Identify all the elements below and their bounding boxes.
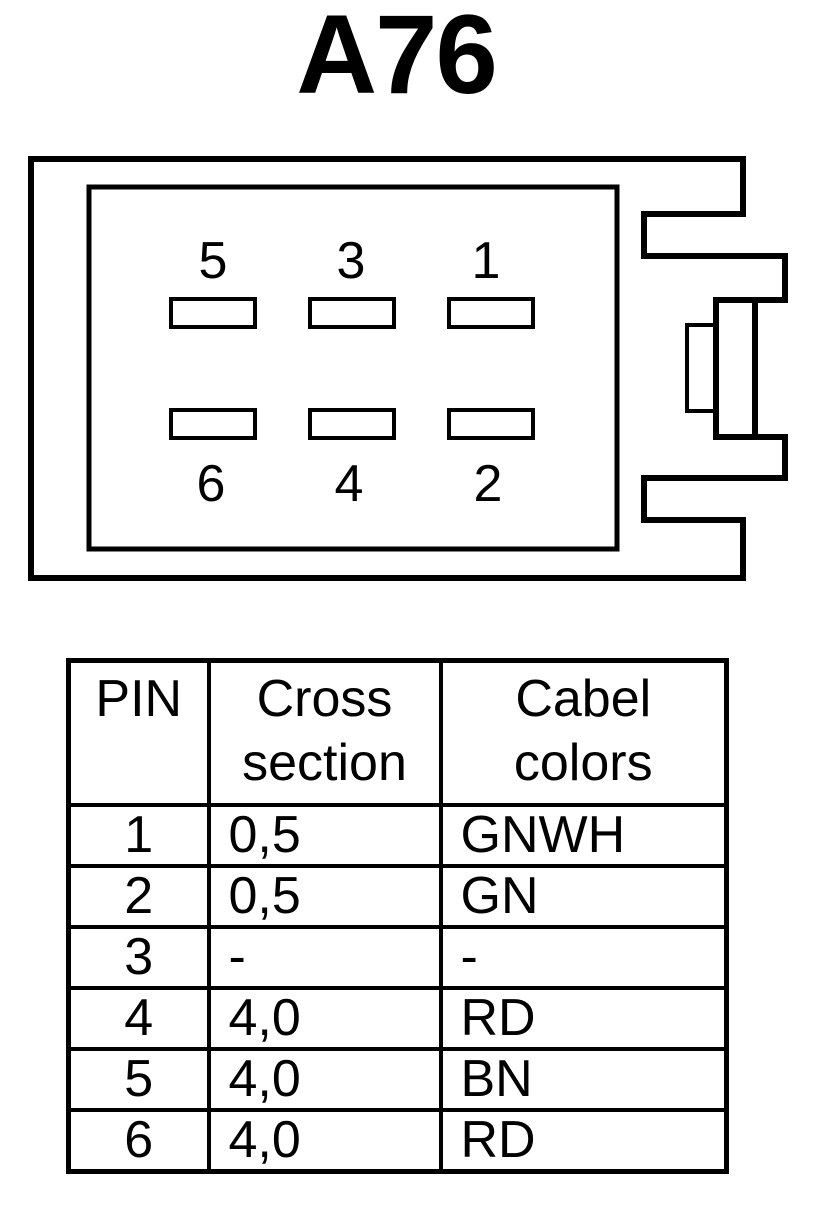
connector-housing-outline bbox=[28, 156, 788, 581]
pin-assignment-table: PIN Cross section Cabel colors 1 0,5 GNW… bbox=[66, 658, 729, 1174]
cell-cable-color: - bbox=[438, 925, 729, 990]
header-cable-colors: Cabel colors bbox=[438, 658, 729, 807]
header-cross-section-line2: section bbox=[242, 734, 407, 792]
cell-cable-color: RD bbox=[438, 1108, 729, 1174]
cell-pin: 3 bbox=[66, 925, 211, 990]
cell-cable-color: GN bbox=[438, 864, 729, 929]
cell-cross-section: 4,0 bbox=[206, 1108, 443, 1174]
cell-pin: 4 bbox=[66, 986, 211, 1051]
table-row: 5 4,0 BN bbox=[66, 1047, 729, 1112]
pin-number-label: 5 bbox=[199, 232, 228, 290]
header-pin-text: PIN bbox=[95, 670, 183, 728]
header-cable-colors-line2: colors bbox=[513, 734, 653, 792]
table-row: 2 0,5 GN bbox=[66, 864, 729, 929]
connector-latch-tab bbox=[685, 323, 718, 413]
pin-number-label: 4 bbox=[335, 455, 364, 513]
table-row: 1 0,5 GNWH bbox=[66, 803, 729, 868]
connector-diagram: 5 3 1 6 4 2 bbox=[28, 156, 788, 581]
cell-pin: 2 bbox=[66, 864, 211, 929]
pin-slot bbox=[169, 408, 257, 440]
cell-cable-color: BN bbox=[438, 1047, 729, 1112]
table-header-row: PIN Cross section Cabel colors bbox=[66, 658, 729, 807]
cell-pin: 1 bbox=[66, 803, 211, 868]
cell-pin: 6 bbox=[66, 1108, 211, 1174]
cell-cable-color: GNWH bbox=[438, 803, 729, 868]
pin-number-label: 1 bbox=[472, 232, 501, 290]
cell-cross-section: 0,5 bbox=[206, 803, 443, 868]
pin-number-label: 2 bbox=[474, 455, 503, 513]
cell-pin: 5 bbox=[66, 1047, 211, 1112]
header-cross-section: Cross section bbox=[206, 658, 443, 807]
connector-title: A76 bbox=[296, 0, 497, 117]
pin-slot bbox=[169, 297, 257, 329]
cell-cross-section: - bbox=[206, 925, 443, 990]
cell-cross-section: 0,5 bbox=[206, 864, 443, 929]
table-row: 3 - - bbox=[66, 925, 729, 990]
cell-cross-section: 4,0 bbox=[206, 986, 443, 1051]
table-row: 6 4,0 RD bbox=[66, 1108, 729, 1174]
header-pin: PIN bbox=[66, 658, 211, 807]
pin-slot bbox=[308, 297, 396, 329]
header-cross-section-line1: Cross bbox=[256, 670, 393, 728]
pin-slot bbox=[308, 408, 396, 440]
header-cable-colors-line1: Cabel bbox=[515, 670, 652, 728]
pin-slot bbox=[447, 408, 535, 440]
pin-number-label: 3 bbox=[337, 232, 366, 290]
table-row: 4 4,0 RD bbox=[66, 986, 729, 1051]
pin-slot bbox=[447, 297, 535, 329]
connector-latch-step bbox=[713, 297, 755, 440]
pin-number-label: 6 bbox=[197, 455, 226, 513]
cell-cable-color: RD bbox=[438, 986, 729, 1051]
cell-cross-section: 4,0 bbox=[206, 1047, 443, 1112]
connector-cavity bbox=[86, 184, 620, 552]
